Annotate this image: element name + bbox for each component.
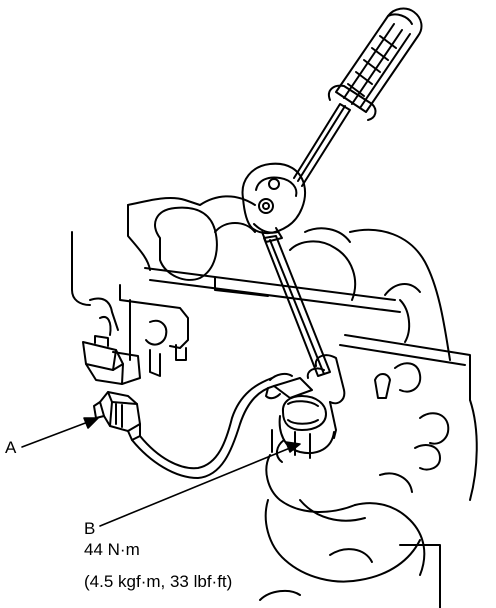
extension-bar — [263, 235, 346, 439]
callout-label-a: A — [5, 438, 17, 457]
ratchet-handle-grip — [335, 7, 423, 113]
upper-connector — [82, 297, 141, 385]
torque-spec-metric: 44 N·m — [84, 540, 140, 559]
callout-label-b: B — [84, 519, 96, 538]
engine-block — [127, 195, 478, 608]
harness-wire — [131, 372, 313, 479]
connector-a — [93, 391, 141, 441]
leader-arrows — [21, 417, 301, 527]
harness-bracket — [71, 231, 189, 377]
ratchet-wrench — [241, 84, 377, 243]
sensor-b — [276, 395, 335, 463]
torque-spec-alternate: (4.5 kgf·m, 33 lbf·ft) — [84, 572, 233, 591]
